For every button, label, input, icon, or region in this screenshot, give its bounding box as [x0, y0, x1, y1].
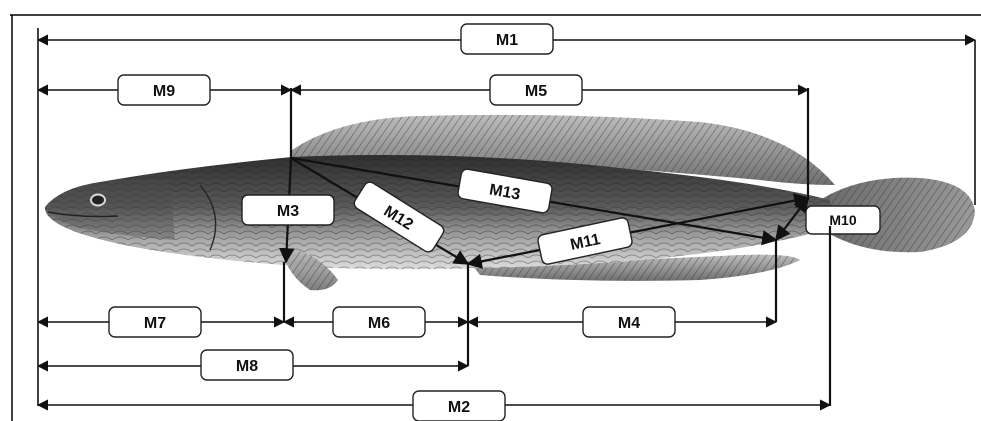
m8-label: M8: [236, 358, 258, 375]
m2-measure: M2: [38, 391, 830, 421]
m4-measure: M4: [468, 307, 776, 337]
m10-label: M10: [829, 212, 856, 228]
m3-label: M3: [277, 203, 299, 220]
m5-label: M5: [525, 83, 547, 100]
m7-label: M7: [144, 315, 166, 332]
m4-label: M4: [618, 315, 640, 332]
m2-label: M2: [448, 399, 470, 416]
m7-measure: M7: [38, 307, 284, 337]
m9-label: M9: [153, 83, 175, 100]
m6-label: M6: [368, 315, 390, 332]
eye-icon: [91, 195, 105, 206]
m1-label: M1: [496, 32, 518, 49]
m8-measure: M8: [38, 350, 468, 380]
m6-measure: M6: [284, 307, 468, 337]
m9-measure: M9: [38, 75, 291, 160]
